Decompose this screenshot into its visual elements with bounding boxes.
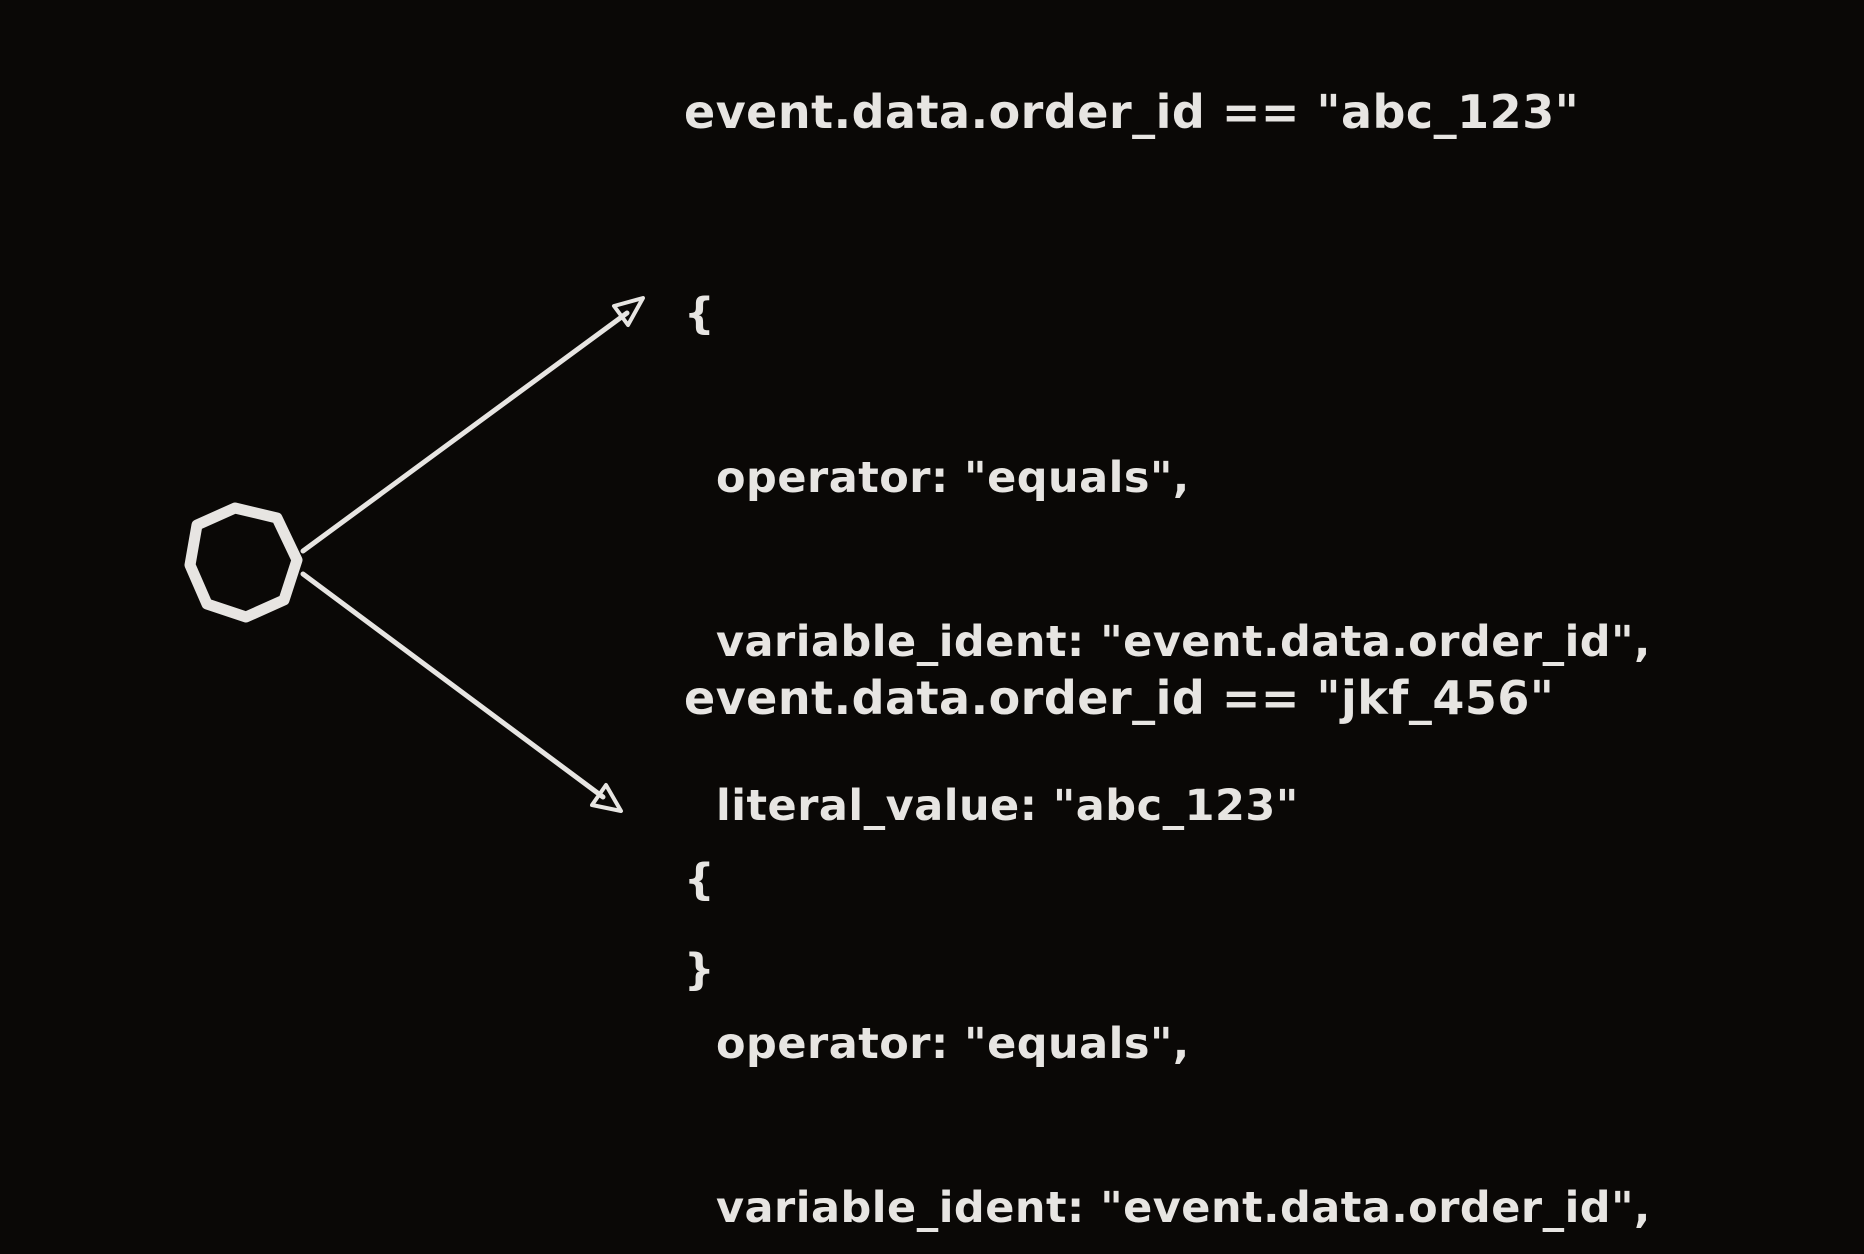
condition-expression-top[interactable]: event.data.order_id == "abc_123" (684, 85, 1580, 139)
code-line: { (684, 289, 716, 339)
code-line: literal_value: "abc_123" (716, 781, 1299, 831)
arrow-to-top-condition[interactable] (300, 310, 630, 554)
circle-node[interactable] (184, 502, 303, 623)
code-line: operator: "equals", (716, 1019, 1190, 1069)
code-line: operator: "equals", (716, 453, 1190, 503)
condition-expression-bottom[interactable]: event.data.order_id == "jkf_456" (684, 671, 1555, 725)
condition-json-bottom[interactable]: { operator: "equals", variable_ident: "e… (684, 748, 1651, 1254)
arrowhead-bottom-icon (590, 783, 623, 813)
code-line: } (684, 945, 716, 995)
arrowhead-top-icon (612, 296, 645, 327)
code-line: { (684, 855, 716, 905)
code-line: variable_ident: "event.data.order_id", (716, 617, 1651, 667)
arrow-to-bottom-condition[interactable] (300, 571, 606, 800)
code-line: variable_ident: "event.data.order_id", (716, 1183, 1651, 1233)
condition-json-top[interactable]: { operator: "equals", variable_ident: "e… (684, 182, 1651, 1102)
